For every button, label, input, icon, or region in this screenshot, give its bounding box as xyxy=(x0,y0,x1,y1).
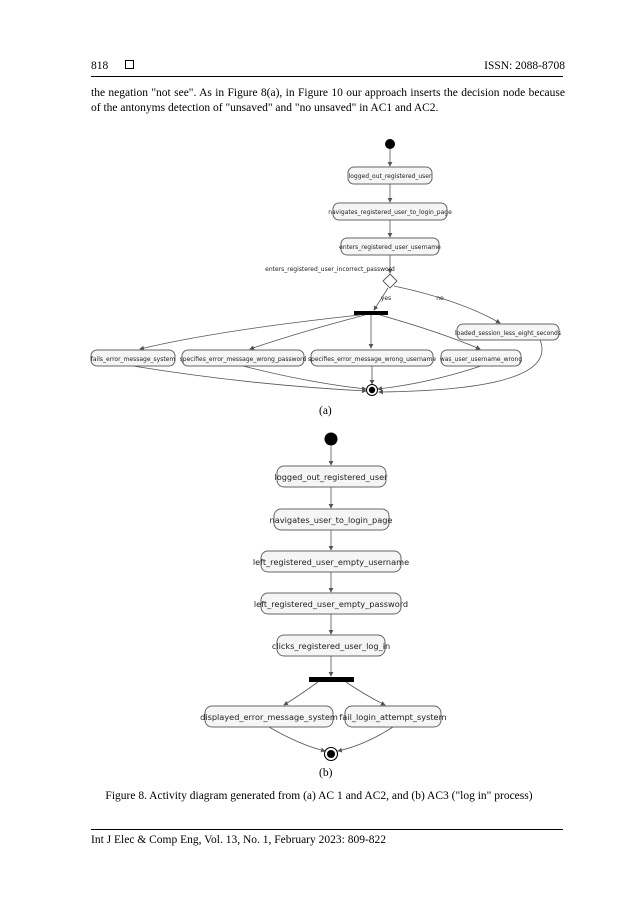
no-label: no xyxy=(436,295,444,302)
node-a-was-wrong: was_user_username_wrong xyxy=(440,349,523,367)
node-b-navigates: navigates_user_to_login_page xyxy=(270,508,393,531)
start-node-a xyxy=(385,139,395,149)
fork-bar-a xyxy=(354,311,388,315)
svg-text:fails_error_message_system: fails_error_message_system xyxy=(91,356,176,363)
svg-text:navigates_user_to_login_page: navigates_user_to_login_page xyxy=(270,515,393,525)
page-number: 818 xyxy=(91,60,109,72)
svg-text:specifies_error_message_wrong_: specifies_error_message_wrong_username xyxy=(308,356,437,363)
figure-a: logged_out_registered_user navigates_reg… xyxy=(90,139,561,396)
svg-text:enters_registered_user_usernam: enters_registered_user_username xyxy=(339,244,441,251)
svg-text:displayed_error_message_system: displayed_error_message_system xyxy=(200,712,338,722)
body-paragraph: the negation "not see". As in Figure 8(a… xyxy=(91,87,565,114)
figure-b: logged_out_registered_user navigates_use… xyxy=(200,432,447,762)
figure-a-label: (a) xyxy=(319,405,332,417)
node-a-fails-error: fails_error_message_system xyxy=(90,349,176,367)
yes-label: yes xyxy=(381,295,391,302)
fork-bar-b xyxy=(309,677,354,682)
header-rule xyxy=(91,76,563,77)
node-b-displayed-error: displayed_error_message_system xyxy=(200,705,338,728)
decision-label: enters_registered_user_incorrect_passwor… xyxy=(265,266,395,273)
node-a-loaded-session: loaded_session_less_eight_seconds xyxy=(455,323,561,341)
svg-text:clicks_registered_user_log_in: clicks_registered_user_log_in xyxy=(272,641,390,651)
figure-b-label: (b) xyxy=(319,767,333,779)
svg-text:logged_out_registered_user: logged_out_registered_user xyxy=(349,173,432,180)
svg-text:specifies_error_message_wrong_: specifies_error_message_wrong_password xyxy=(180,356,307,363)
node-b-clicks-log-in: clicks_registered_user_log_in xyxy=(272,634,390,657)
node-b-logged-out: logged_out_registered_user xyxy=(274,465,388,488)
node-a-logged-out: logged_out_registered_user xyxy=(347,166,433,185)
svg-text:logged_out_registered_user: logged_out_registered_user xyxy=(274,472,388,482)
svg-text:loaded_session_less_eight_seco: loaded_session_less_eight_seconds xyxy=(455,330,561,337)
start-node-b xyxy=(324,432,338,446)
svg-text:was_user_username_wrong: was_user_username_wrong xyxy=(440,356,523,363)
svg-text:fail_login_attempt_system: fail_login_attempt_system xyxy=(339,712,446,722)
decision-node-a xyxy=(382,273,398,289)
footer-citation: Int J Elec & Comp Eng, Vol. 13, No. 1, F… xyxy=(91,834,387,846)
header-box-icon xyxy=(125,60,134,69)
svg-text:left_registered_user_empty_use: left_registered_user_empty_username xyxy=(253,557,409,567)
node-b-empty-username: left_registered_user_empty_username xyxy=(253,550,409,573)
node-a-navigates: navigates_registered_user_to_login_page xyxy=(328,202,452,221)
figure-caption: Figure 8. Activity diagram generated fro… xyxy=(105,790,533,802)
svg-text:navigates_registered_user_to_l: navigates_registered_user_to_login_page xyxy=(328,209,452,216)
node-a-enters: enters_registered_user_username xyxy=(339,237,441,256)
node-b-empty-password: left_registered_user_empty_password xyxy=(254,592,408,615)
footer-rule xyxy=(91,829,563,830)
node-b-fail-login: fail_login_attempt_system xyxy=(339,705,447,728)
issn: ISSN: 2088-8708 xyxy=(484,60,565,72)
node-a-wrong-password: specifies_error_message_wrong_password xyxy=(180,349,307,367)
svg-text:left_registered_user_empty_pas: left_registered_user_empty_password xyxy=(254,599,408,609)
node-a-wrong-username: specifies_error_message_wrong_username xyxy=(308,349,437,367)
